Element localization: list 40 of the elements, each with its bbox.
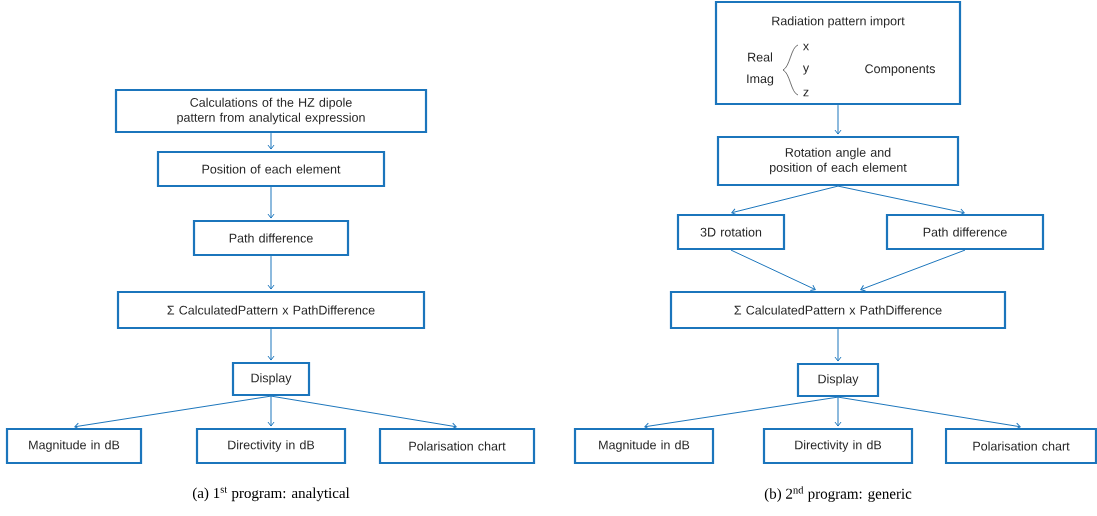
- arrow: [837, 396, 1021, 430]
- component-label: y: [802, 65, 810, 75]
- caption: (b) 2$^{nd}$ program: generic: [764, 486, 912, 502]
- arrow: [834, 328, 842, 362]
- process-box: Rotation angle and position of each element: [716, 135, 960, 187]
- arrow: [74, 395, 272, 430]
- arrow: [730, 249, 816, 292]
- process-box: Path difference: [192, 219, 350, 257]
- process-box: Σ CalculatedPattern x PathDifference: [669, 290, 1007, 330]
- process-box: Directivity in dB: [762, 427, 914, 465]
- arrow: [270, 395, 457, 430]
- process-box: Magnitude in dB: [573, 427, 715, 465]
- component-label: Components: [865, 64, 935, 76]
- component-label: z: [803, 89, 809, 97]
- arrow: [860, 249, 966, 292]
- process-box: Polarisation chart: [378, 427, 536, 465]
- process-box: Magnitude in dB: [5, 427, 143, 465]
- arrow: [267, 395, 275, 427]
- process-box: Display: [231, 361, 311, 397]
- arrow: [267, 328, 275, 361]
- component-label: Real: [748, 52, 772, 62]
- arrow: [267, 255, 275, 290]
- arrow: [834, 104, 842, 135]
- caption: (a) 1$^{st}$ program: analytical: [192, 486, 350, 502]
- component-label: x: [803, 43, 809, 51]
- arrow: [267, 132, 275, 150]
- process-box: Directivity in dB: [195, 427, 347, 465]
- process-box: Position of each element: [156, 150, 386, 188]
- process-box: Display: [796, 362, 880, 398]
- process-box: Polarisation chart: [944, 427, 1097, 465]
- arrow: [837, 185, 965, 216]
- process-box: 3D rotation: [676, 213, 786, 251]
- arrow: [731, 185, 839, 216]
- process-box: Σ CalculatedPattern x PathDifference: [116, 290, 426, 330]
- process-box: Path difference: [885, 213, 1045, 251]
- process-box: Calculations of the HZ dipole pattern from analytical expression: [114, 88, 428, 134]
- arrow: [644, 396, 839, 430]
- component-label: Imag: [747, 74, 774, 86]
- arrow: [267, 186, 275, 219]
- arrow: [834, 396, 842, 427]
